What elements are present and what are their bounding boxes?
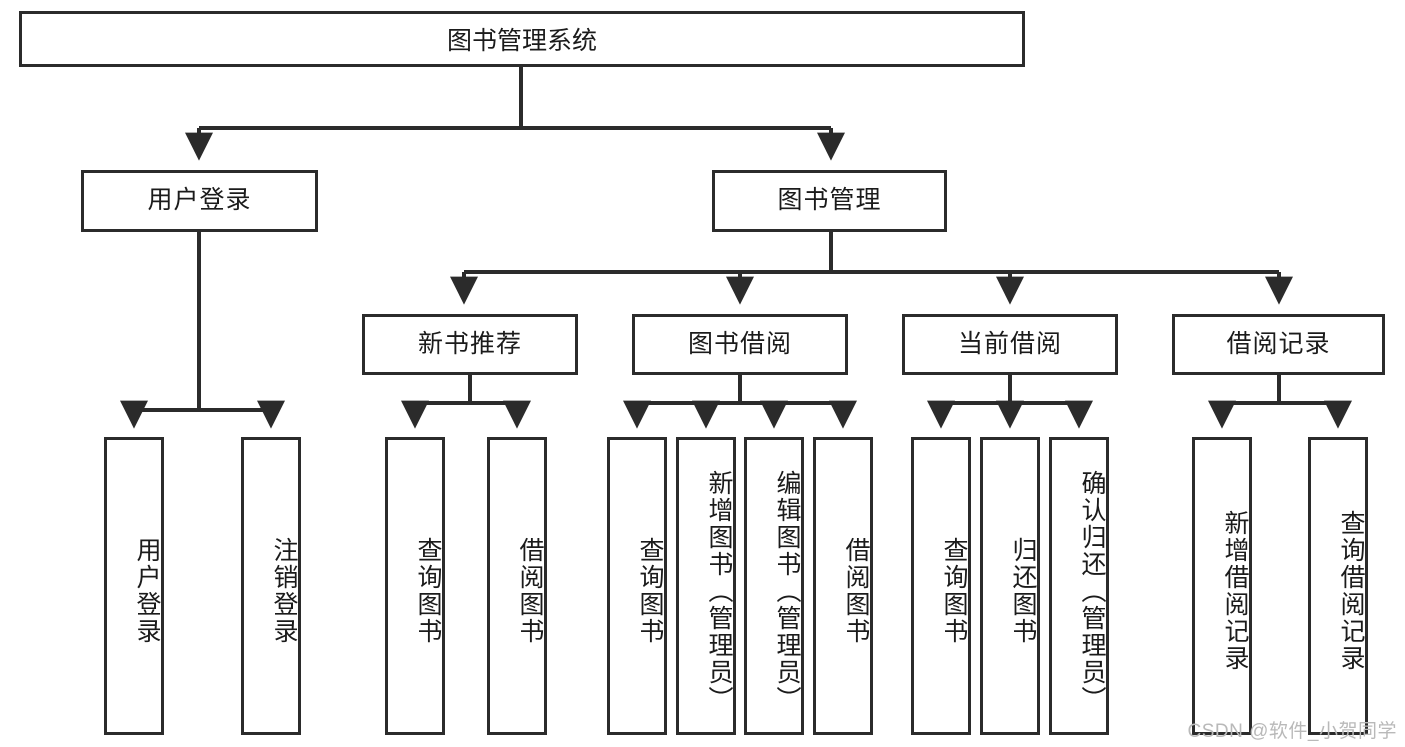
node-label: 确认归还（管理员） [1078,469,1106,713]
node-label: 图书管理 [777,186,882,215]
leaf-borrow-edit-book-admin[interactable]: 编辑图书（管理员） [744,437,804,735]
node-label: 图书管理系统 [446,27,597,55]
node-label: 注销登录 [270,537,298,645]
node-current-borrow[interactable]: 当前借阅 [902,314,1118,375]
leaf-current-return-book[interactable]: 归还图书 [980,437,1040,735]
node-label: 用户登录 [147,186,252,215]
node-label: 查询图书 [414,537,442,645]
node-label: 查询借阅记录 [1337,510,1365,672]
leaf-records-query-record[interactable]: 查询借阅记录 [1308,437,1368,735]
leaf-current-confirm-return-admin[interactable]: 确认归还（管理员） [1049,437,1109,735]
leaf-borrow-query-book[interactable]: 查询图书 [607,437,667,735]
node-label: 新书推荐 [417,329,522,358]
node-label: 编辑图书（管理员） [773,469,801,713]
leaf-user-login-signout[interactable]: 注销登录 [241,437,301,735]
csdn-watermark: CSDN @软件_小贺同学 [1187,721,1397,742]
node-label: 新增借阅记录 [1221,510,1249,672]
node-label: 归还图书 [1009,537,1037,645]
node-user-login[interactable]: 用户登录 [81,170,318,232]
node-label: 当前借阅 [957,329,1062,358]
node-label: 查询图书 [636,537,664,645]
node-borrow-records[interactable]: 借阅记录 [1172,314,1385,375]
node-new-book-recommend[interactable]: 新书推荐 [362,314,578,375]
node-label: 借阅图书 [842,537,870,645]
node-label: 查询图书 [940,537,968,645]
node-label: 借阅图书 [516,537,544,645]
node-label: 图书借阅 [687,329,792,358]
leaf-recommend-query-book[interactable]: 查询图书 [385,437,445,735]
node-root-system[interactable]: 图书管理系统 [19,11,1025,67]
node-label: 用户登录 [133,537,161,645]
leaf-records-add-record[interactable]: 新增借阅记录 [1192,437,1252,735]
leaf-borrow-add-book-admin[interactable]: 新增图书（管理员） [676,437,736,735]
node-label: 新增图书（管理员） [705,469,733,713]
leaf-current-query-book[interactable]: 查询图书 [911,437,971,735]
leaf-recommend-borrow-book[interactable]: 借阅图书 [487,437,547,735]
node-label: 借阅记录 [1226,329,1331,358]
leaf-user-login-signin[interactable]: 用户登录 [104,437,164,735]
node-book-management[interactable]: 图书管理 [712,170,947,232]
leaf-borrow-borrow-book[interactable]: 借阅图书 [813,437,873,735]
node-book-borrow[interactable]: 图书借阅 [632,314,848,375]
